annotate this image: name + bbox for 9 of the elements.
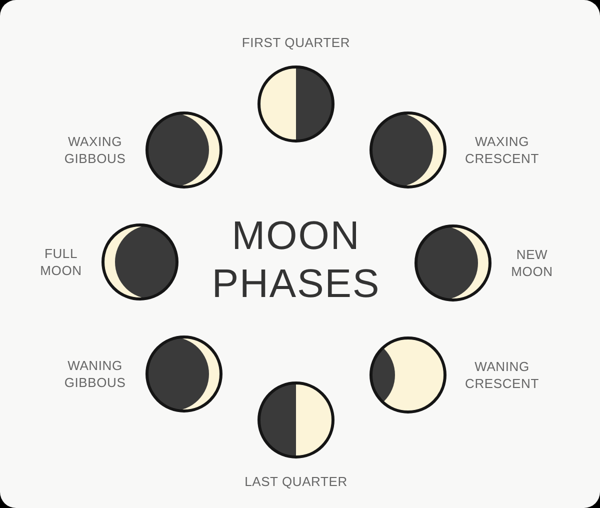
phase-label: WANING CRESCENT bbox=[464, 358, 540, 392]
phase-label: LAST QUARTER bbox=[244, 473, 348, 490]
phase-label: WAXING GIBBOUS bbox=[63, 133, 127, 167]
title: MOON PHASES bbox=[210, 213, 382, 308]
phase-label: FULL MOON bbox=[39, 245, 83, 279]
phase-label: FIRST QUARTER bbox=[240, 34, 352, 51]
phase-label: WANING GIBBOUS bbox=[63, 357, 127, 391]
phase-label: NEW MOON bbox=[510, 246, 554, 280]
phase-label: WAXING CRESCENT bbox=[464, 133, 540, 167]
